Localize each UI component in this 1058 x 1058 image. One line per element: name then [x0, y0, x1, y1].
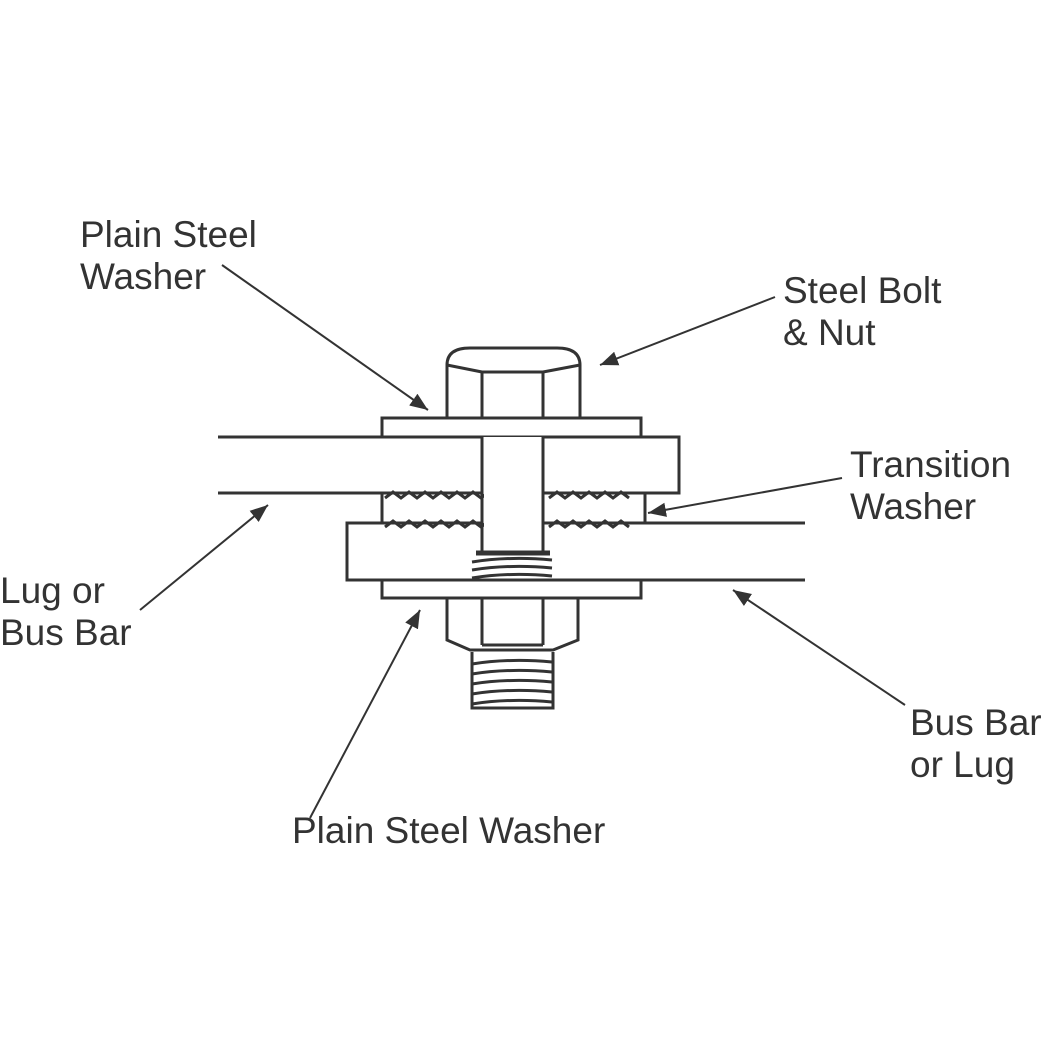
label-plain-steel-washer-bottom: Plain Steel Washer	[292, 810, 606, 851]
label-line: Washer	[80, 256, 207, 297]
label-line: Plain Steel	[80, 214, 257, 255]
label-line: Lug or	[0, 570, 105, 611]
label-line: & Nut	[783, 312, 876, 353]
nut	[445, 596, 580, 652]
leader-arrows	[139, 264, 906, 819]
lower-bus-bar	[345, 521, 805, 582]
threads	[471, 550, 553, 706]
label-bus-bar-or-lug: Bus Bar or Lug	[910, 702, 1042, 786]
label-line: Transition	[850, 444, 1012, 485]
label-line: Washer	[850, 486, 977, 527]
bolt-head	[445, 346, 582, 420]
label-steel-bolt-nut: Steel Bolt & Nut	[783, 270, 941, 354]
label-line: Bus Bar	[0, 612, 132, 653]
label-transition-washer: Transition Washer	[850, 444, 1011, 528]
label-line: or Lug	[910, 744, 1015, 785]
label-lug-or-bus-bar: Lug or Bus Bar	[0, 570, 132, 654]
upper-lug-bar	[218, 435, 681, 495]
label-line: Bus Bar	[910, 702, 1042, 743]
top-plain-washer	[380, 416, 643, 439]
bottom-plain-washer	[380, 578, 643, 600]
label-plain-steel-washer-top: Plain Steel Washer	[80, 214, 257, 298]
label-line: Steel Bolt	[783, 270, 942, 311]
